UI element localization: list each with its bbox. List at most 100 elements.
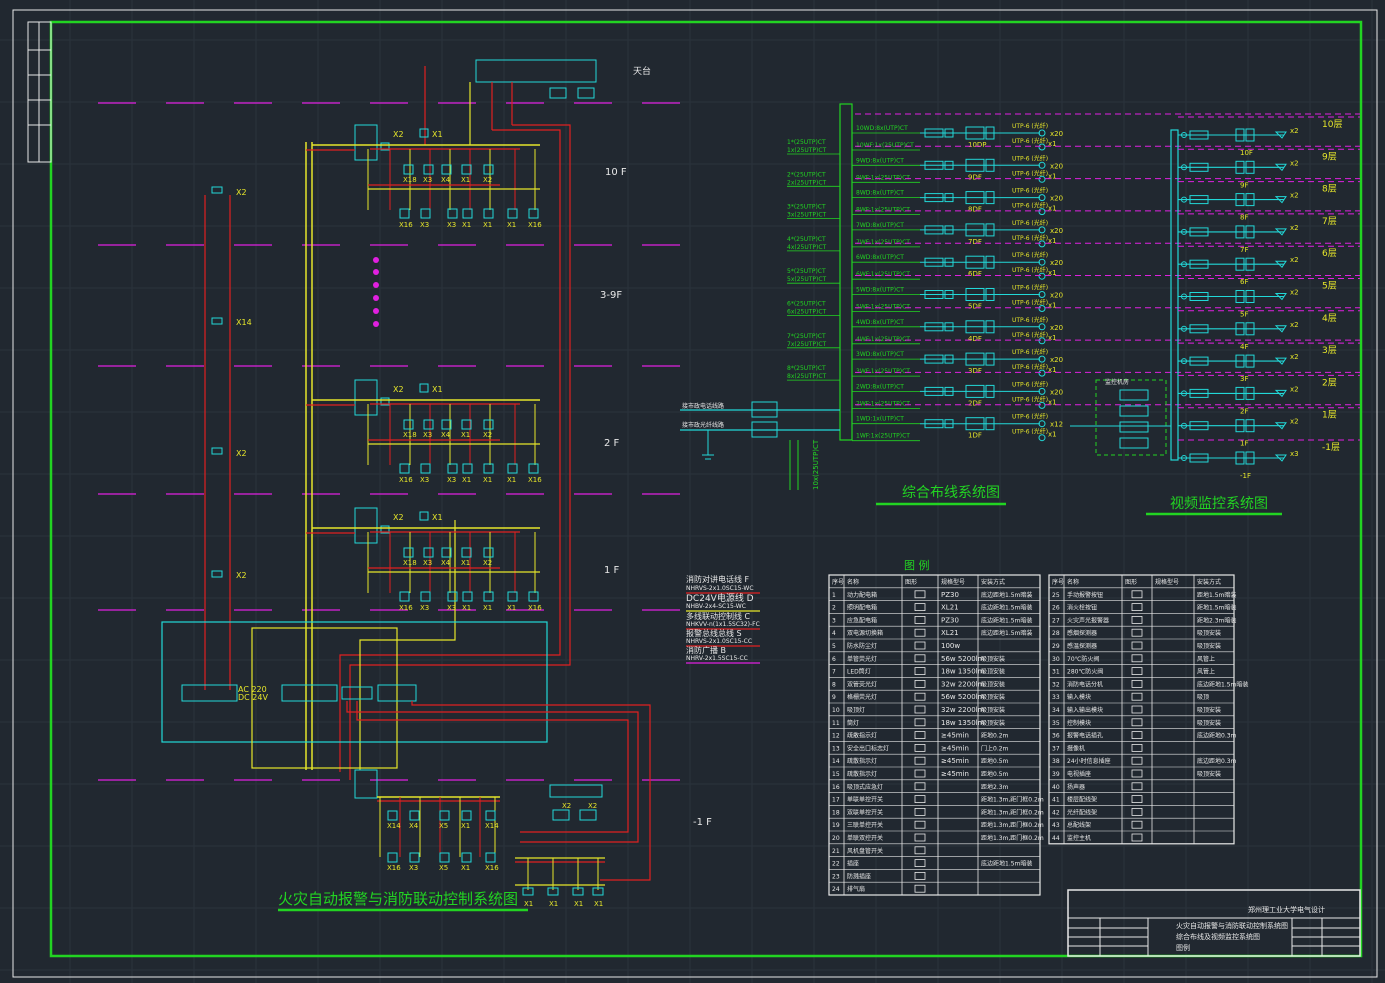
cable-label: 3WF:1x(25UTP)CT [856,368,910,375]
utp-label: UTP-6 (光纤) [1012,395,1048,403]
cable-label: 10WF:1x(25UTP)CT [856,142,914,149]
legend-symbol-icon [1131,692,1143,701]
count-label: X4 [409,822,419,830]
video-floor-code: 1F [1240,440,1248,448]
legend-symbol-icon [1131,641,1143,650]
fire-system-title: 火灾自动报警与消防联动控制系统图 [278,890,518,908]
count-label: X1 [507,476,516,484]
device-icon [387,852,398,863]
floor-distributor [985,320,995,334]
count-label: X1 [461,559,470,567]
video-node [1181,261,1187,268]
floor-distributor [985,384,995,398]
utp-label: UTP-6 (光纤) [1012,316,1048,324]
legend-symbol-icon [914,808,926,816]
legend-cell: 控制模块 [1067,719,1091,727]
video-floor-code: 3F [1240,375,1248,383]
legend-header: 图形 [905,578,917,586]
legend-cell: 41 [1052,797,1060,804]
legend-cell: 双电源切换箱 [847,629,883,637]
line-legend-spec: NHRVS-2x1.0SC15-CC [686,638,752,645]
left-stamp-strip [27,21,52,163]
patch-panel [944,225,954,235]
utp-label: UTP-6 (光纤) [1012,266,1048,274]
video-node [1181,293,1187,300]
cable-label: 5WF:1x(25UTP)CT [856,304,910,311]
outlet-icon [1038,175,1046,183]
fire-control-room [161,621,548,743]
floor-distributor [965,126,985,140]
cable-label: 8WF:1x(25UTP)CT [856,207,910,214]
legend-cell: 18w 1350lm [941,719,985,727]
legend-cell: 44 [1052,835,1060,842]
cable-label: 4x(25UTP)CT [787,244,827,251]
video-switch [1235,160,1245,174]
video-encoder [1189,227,1209,237]
monitoring-device [1119,437,1149,449]
device-icon [461,547,472,558]
video-floor-code: 6F [1240,278,1248,286]
legend-symbol-icon [914,795,926,803]
control-cabinet [251,627,398,769]
inner-frame [49,20,1363,958]
legend-cell: 风管上 [1197,655,1215,663]
legend-cell: ≥45min [941,770,969,778]
riser-red [349,124,571,780]
legend-cell: 单联双控开关 [847,834,883,842]
outer-frame [12,9,1378,978]
legend-symbol-icon [1131,820,1143,829]
count-label: X16 [387,864,401,872]
count-label: X16 [528,604,542,612]
legend-cell: 70℃防火阀 [1067,655,1099,663]
device-icon [462,208,473,219]
patch-panel [944,128,954,138]
legend-header: 名称 [1067,578,1079,586]
line-legend-code: 多线联动控制线 C [686,611,751,621]
legend-cell: 距地1.3m,距门框0.2m [981,808,1044,816]
entry-label: 接市政电话线路 [682,402,724,410]
legend-cell: 底边距地1.5m暗装 [981,629,1032,637]
line-legend-spec: NHRV-2x1.5SC15-CC [686,655,748,662]
legend-cell: 应急配电箱 [847,616,877,624]
video-encoder [1189,195,1209,205]
cable-label: 2*(25UTP)CT [787,171,826,178]
device-icon [461,852,472,863]
legend-header: 序号 [832,578,844,586]
floor-node [380,142,390,151]
device-icon [462,463,473,474]
legend-cell: 照明配电箱 [847,604,877,612]
device-icon [547,887,559,896]
legend-cell: 吸顶 [1197,694,1209,701]
legend-symbol-icon [1131,603,1143,611]
video-floor-label: 4层 [1322,313,1337,324]
legend-cell: 吸顶灯 [847,706,865,714]
video-floor-code: 10F [1240,149,1253,157]
structured-cabling-diagram: 1*(25UTP)CT1x(25UTP)CT10WD:8x(UTP)CT10WF… [680,103,1360,506]
broadcast-panel [377,684,417,702]
cable-label: 6WD:8x(UTP)CT [856,254,904,261]
legend-cell: 23 [832,873,840,880]
power-dc-label: DC 24V [238,693,268,702]
outlet-icon [1038,355,1046,363]
legend-cell: 吸顶安装 [981,655,1005,663]
legend-symbol-icon [914,731,926,739]
legend-cell: XL21 [941,629,959,637]
count-label: X2 [483,431,492,439]
video-switch [1245,128,1255,142]
video-floor-label: 8层 [1322,184,1337,195]
left-label: X2 [236,571,247,580]
distributor-label: 4DF [968,335,982,343]
cable-label: 4WF:1x(25UTP)CT [856,336,910,343]
floor-label-roof: 天台 [633,65,651,77]
camera-icon [1274,325,1287,333]
count-label: X2 [393,385,404,394]
device-icon [522,887,534,896]
legend-cell: 29 [1052,643,1060,650]
camera-count: x2 [1290,353,1299,361]
legend-cell: 防溅插座 [847,872,871,880]
linkage-controller [341,686,373,700]
legend-cell: 距地1.5m暗装 [1197,591,1236,599]
count-label: X1 [549,900,558,908]
